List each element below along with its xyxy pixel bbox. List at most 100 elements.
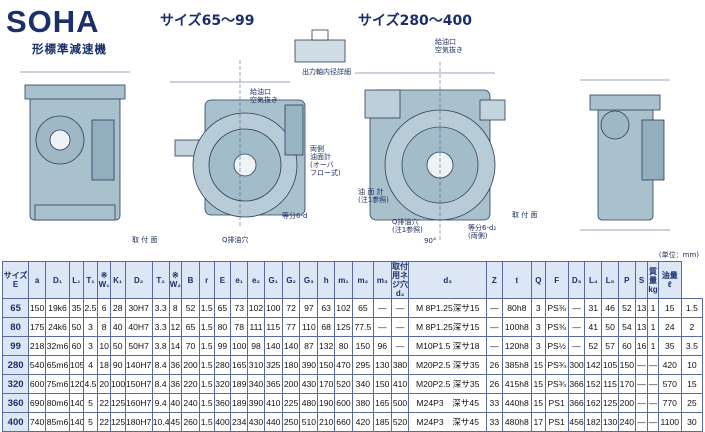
size-cell: 80: [1, 317, 30, 337]
table-cell: 50H7: [124, 336, 153, 356]
table-cell: 420: [351, 412, 374, 432]
table-cell: 125: [109, 412, 126, 432]
table-cell: 3.3: [151, 298, 170, 318]
table-cell: 65m6: [44, 355, 71, 375]
table-cell: 1.5: [198, 298, 215, 318]
table-cell: 125: [601, 393, 619, 413]
table-cell: 50: [109, 336, 126, 356]
table-cell: 3: [531, 336, 546, 356]
table-cell: 150H7: [124, 374, 153, 394]
table-cell: 52: [584, 336, 603, 356]
table-cell: 5: [82, 412, 99, 432]
size-small-label: サイズ65～99: [160, 13, 255, 29]
table-cell: 180: [281, 355, 301, 375]
table-cell: 510: [299, 412, 319, 432]
table-cell: M 8P1.25深サ15: [408, 298, 487, 318]
table-cell: —: [390, 298, 410, 318]
angle-label: 90°: [424, 237, 437, 245]
table-cell: 132: [317, 336, 336, 356]
shaft-detail-label: 出力軸内径詳細: [302, 68, 351, 76]
table-cell: 78: [230, 317, 249, 337]
table-cell: 80h8: [501, 298, 533, 318]
column-header: S: [634, 261, 649, 299]
table-cell: 115: [601, 374, 619, 394]
size-cell: 360: [1, 393, 30, 413]
size-cell: 65: [1, 298, 30, 318]
column-header: E: [213, 261, 232, 299]
table-cell: 41: [584, 317, 603, 337]
column-header: 質量 kg: [647, 261, 659, 299]
table-cell: 1.5: [198, 393, 215, 413]
table-cell: 3.5: [680, 336, 704, 356]
oil-inlet-note-small: 給油口 空気抜き: [250, 88, 278, 104]
table-cell: M20P2.5 深サ35: [408, 374, 487, 394]
column-header: L₄: [584, 261, 603, 299]
table-cell: 80m6: [44, 393, 71, 413]
table-cell: 31: [584, 298, 603, 318]
table-cell: 13: [634, 298, 649, 318]
table-cell: 150: [617, 355, 636, 375]
mounting-face-label-2: 取 付 面: [512, 211, 538, 219]
table-cell: 80: [213, 317, 232, 337]
table-cell: 415h8: [501, 374, 533, 394]
table-cell: 30: [680, 412, 704, 432]
table-cell: 87: [299, 336, 319, 356]
table-cell: 400: [213, 412, 232, 432]
table-cell: 60: [69, 336, 84, 356]
table-cell: 90: [109, 355, 126, 375]
table-cell: 260: [181, 412, 200, 432]
table-cell: 26: [485, 374, 503, 394]
table-cell: 325: [263, 355, 283, 375]
table-cell: 385h8: [501, 355, 533, 375]
table-cell: 10.4: [151, 412, 170, 432]
table-cell: —: [485, 317, 503, 337]
column-header: h: [317, 261, 336, 299]
table-cell: M24P3 深サ45: [408, 412, 487, 432]
table-cell: 30H7: [124, 298, 153, 318]
table-cell: 3.3: [151, 317, 170, 337]
table-cell: 1: [647, 336, 659, 356]
table-cell: 140: [281, 336, 301, 356]
table-cell: 600: [334, 393, 353, 413]
table-cell: —: [567, 336, 586, 356]
table-cell: 3: [82, 317, 99, 337]
table-cell: 470: [334, 355, 353, 375]
column-header: r: [198, 261, 215, 299]
table-cell: PS1: [544, 412, 569, 432]
table-cell: 1.5: [198, 412, 215, 432]
column-header: P: [617, 261, 636, 299]
table-cell: 100: [109, 374, 126, 394]
table-cell: 24: [657, 317, 682, 337]
table-cell: —: [485, 336, 503, 356]
table-cell: 99: [213, 336, 232, 356]
table-cell: 380: [390, 355, 410, 375]
table-cell: 20: [97, 374, 111, 394]
table-cell: PS1: [544, 393, 569, 413]
table-cell: 70: [181, 336, 200, 356]
table-cell: 152: [584, 374, 603, 394]
column-header: D₃: [567, 261, 586, 299]
size-cell: 320: [1, 374, 30, 394]
table-cell: 410: [263, 393, 283, 413]
table-cell: 140: [69, 393, 84, 413]
table-cell: 100h8: [501, 317, 533, 337]
table-cell: 50: [69, 317, 84, 337]
table-cell: 105: [69, 355, 84, 375]
table-cell: 500: [390, 393, 410, 413]
equal-holes-small: 等分6-d: [282, 212, 308, 220]
table-cell: PS¾: [544, 355, 569, 375]
table-cell: 280: [213, 355, 232, 375]
table-cell: 73: [230, 298, 249, 318]
column-header: サイズ E: [1, 261, 30, 299]
drain-hole-label: Q排油穴: [222, 236, 249, 244]
table-cell: —: [634, 355, 649, 375]
table-cell: 3: [82, 336, 99, 356]
table-cell: 365: [263, 374, 283, 394]
table-cell: —: [647, 393, 659, 413]
table-cell: PS⅜: [544, 298, 569, 318]
table-cell: 105: [601, 355, 619, 375]
